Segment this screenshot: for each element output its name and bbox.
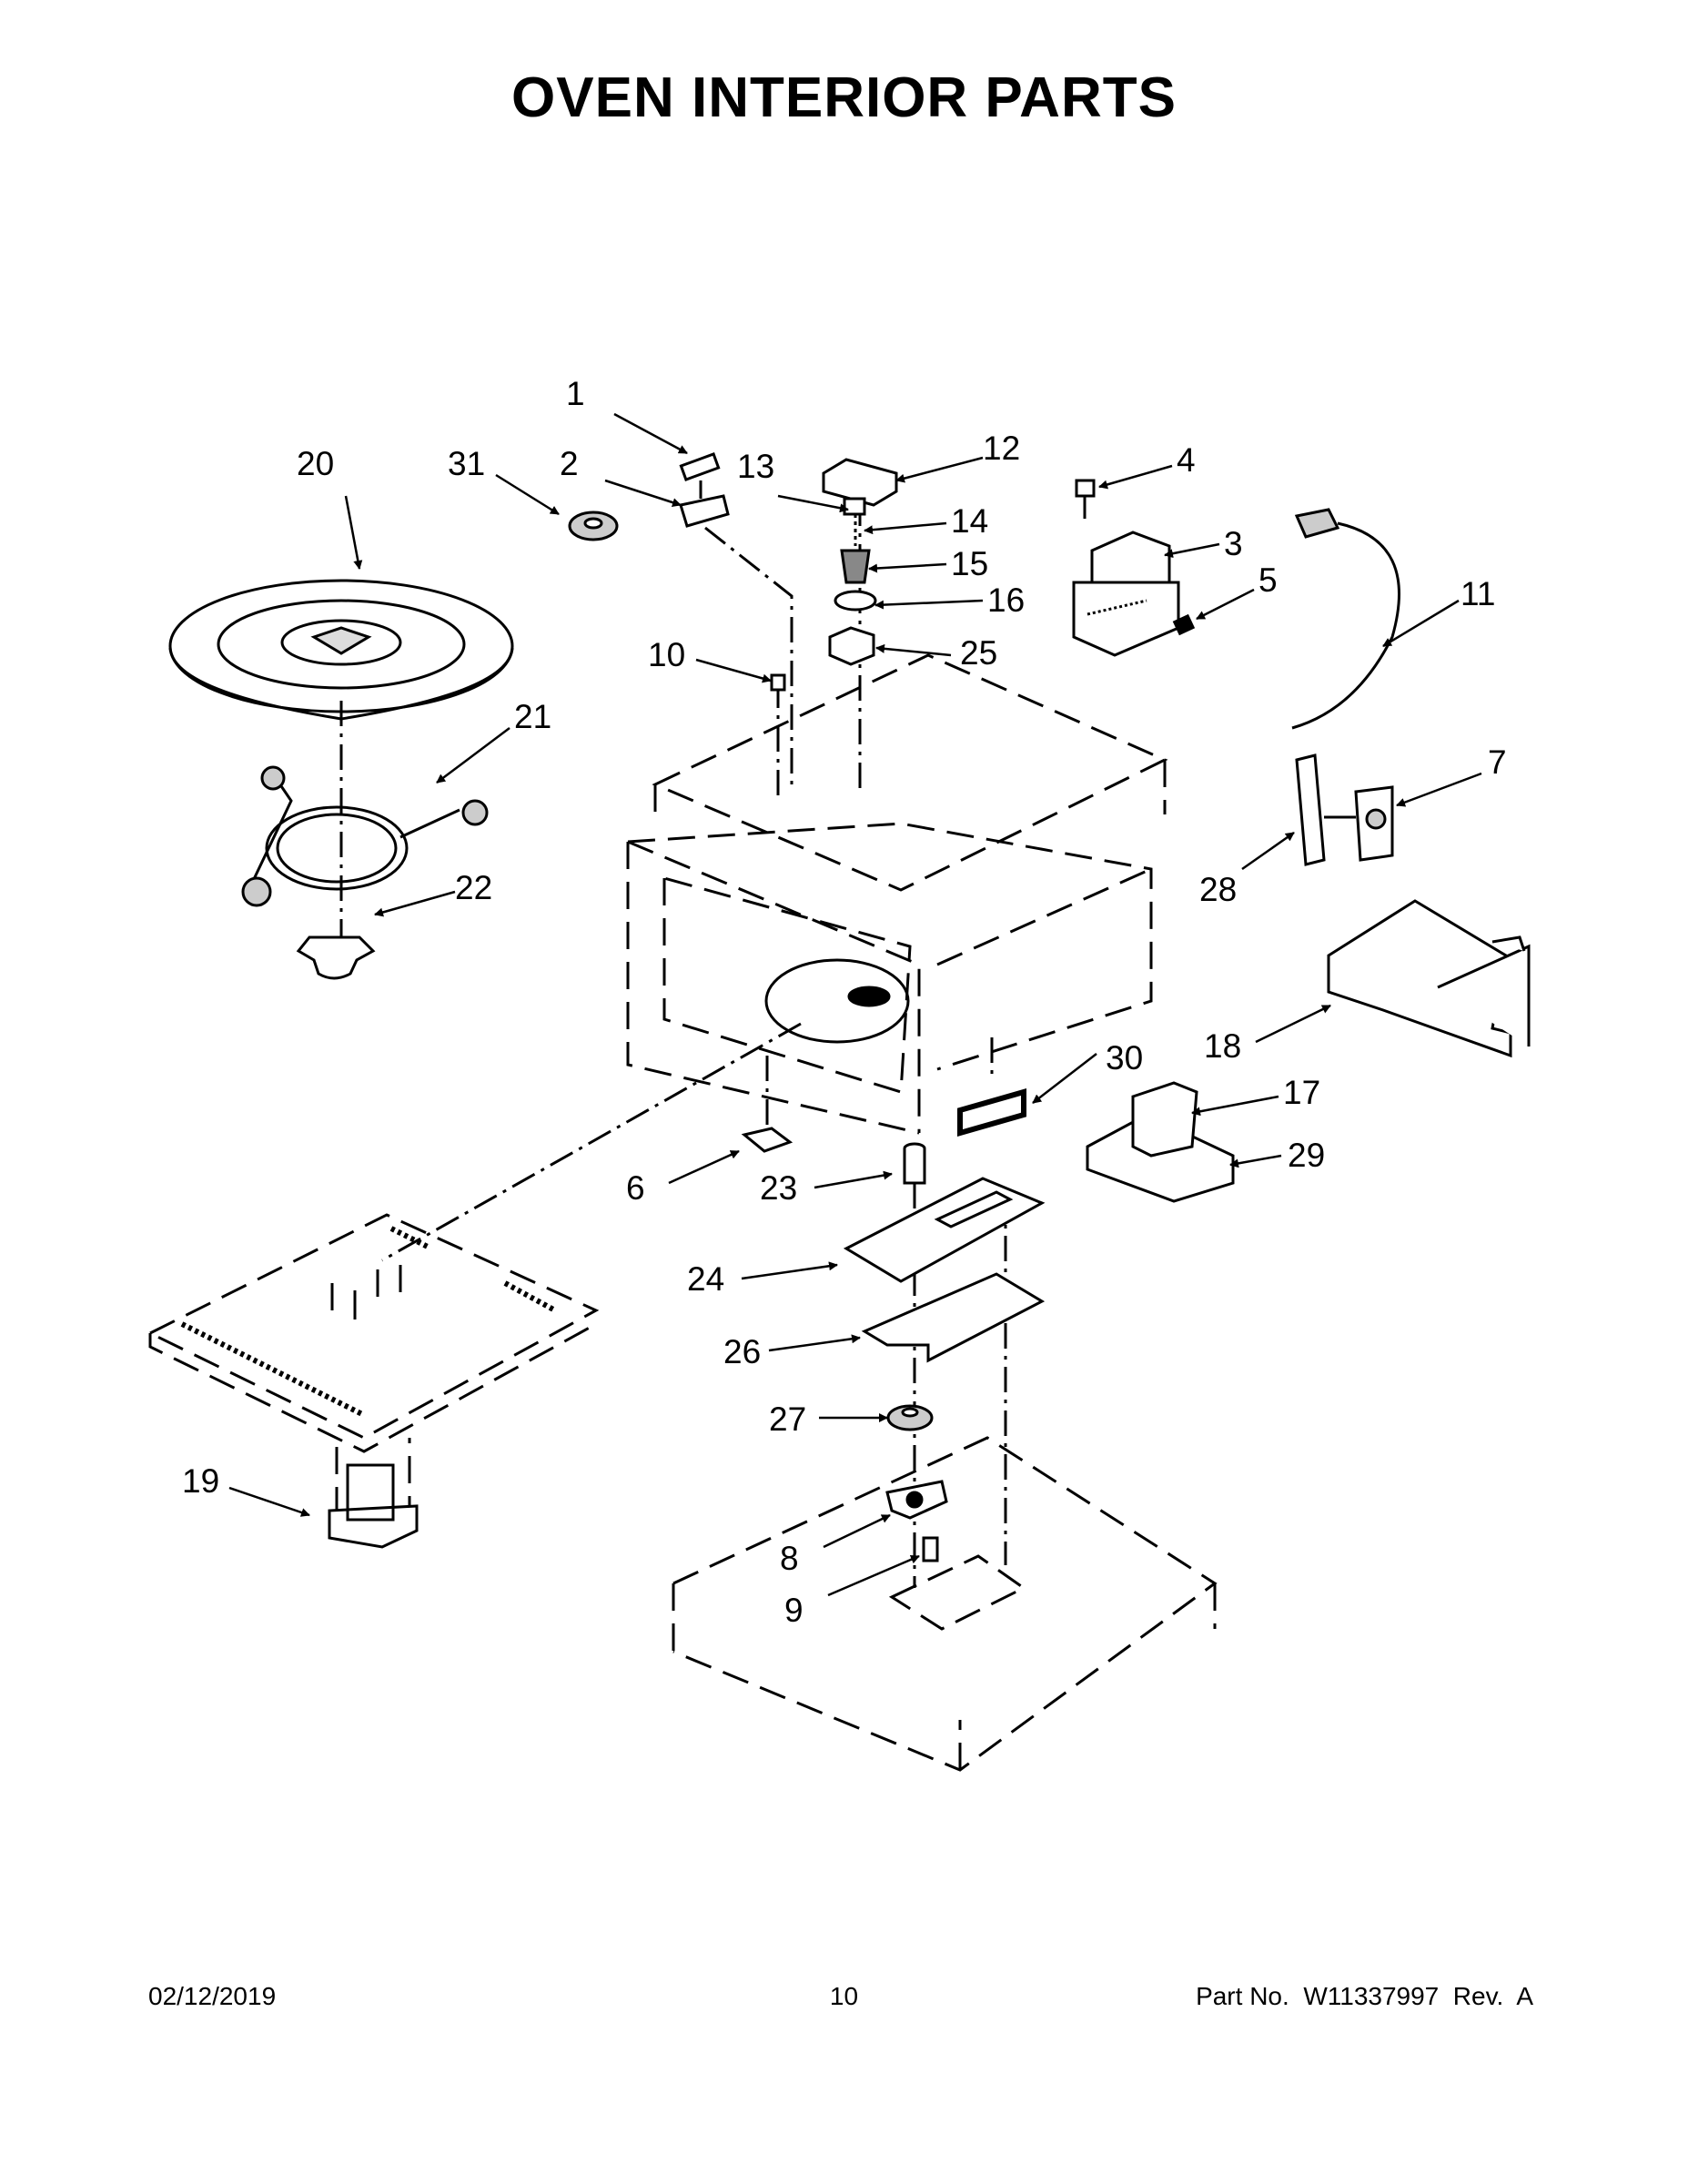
part-7-fuse-block	[1324, 785, 1394, 862]
callout-12: 12	[983, 430, 1020, 467]
part-11-power-cord	[1291, 508, 1400, 730]
part-18-shield	[1327, 899, 1531, 1058]
callout-arrows	[228, 412, 1482, 1597]
callout-7: 7	[1488, 743, 1507, 781]
part-8-motor	[885, 1480, 948, 1520]
base-plate-outline	[672, 1436, 1218, 1772]
footer-date: 02/12/2019	[148, 1982, 277, 2010]
part-2-fuse-holder	[679, 480, 730, 528]
footer-part-number: Part No. W11337997 Rev. A	[1196, 1982, 1533, 2010]
part-20-turntable-tray	[168, 579, 514, 721]
callout-5: 5	[1258, 561, 1278, 599]
part-19-foot	[328, 1463, 419, 1549]
callout-29: 29	[1288, 1137, 1325, 1174]
control-board-connectors	[180, 1226, 557, 1418]
part-4-screw	[1075, 479, 1096, 519]
part-30-gasket	[957, 1088, 1026, 1137]
callout-labels: 1 2 3 4 5 6 7 8 9 10 11 12 13 14 15 16 1…	[182, 375, 1507, 1629]
turntable-hub	[764, 958, 910, 1044]
part-3-transformer	[1072, 531, 1180, 657]
callout-4: 4	[1177, 441, 1196, 479]
callout-3: 3	[1224, 525, 1243, 562]
part-25-clip	[828, 626, 875, 666]
callout-24: 24	[687, 1260, 724, 1298]
part-24-plate	[843, 1177, 1046, 1283]
part-12-bracket	[822, 458, 898, 507]
callout-31: 31	[448, 445, 485, 482]
callout-15: 15	[951, 545, 988, 582]
part-28-bracket	[1295, 753, 1326, 866]
callout-21: 21	[514, 698, 551, 735]
callout-19: 19	[182, 1462, 219, 1500]
part-13-14-15-16-stirrer	[834, 497, 877, 612]
part-17-29-module	[1086, 1081, 1235, 1203]
callout-9: 9	[784, 1592, 804, 1629]
control-board-outline	[147, 1213, 600, 1531]
callout-1: 1	[566, 375, 585, 412]
callout-10: 10	[648, 636, 685, 673]
part-27-coupler	[886, 1404, 934, 1431]
part-21-roller-ring	[241, 765, 489, 907]
callout-23: 23	[760, 1169, 797, 1207]
part-22-coupler	[296, 935, 376, 980]
callout-22: 22	[455, 869, 492, 906]
callout-20: 20	[297, 445, 334, 482]
board-pins	[330, 1265, 402, 1320]
part-6-thermostat	[741, 1127, 793, 1153]
callout-6: 6	[626, 1169, 645, 1207]
callout-11: 11	[1461, 575, 1495, 612]
callout-25: 25	[960, 634, 997, 672]
part-9-screw	[922, 1536, 939, 1562]
callout-26: 26	[723, 1333, 761, 1370]
callout-30: 30	[1106, 1039, 1143, 1077]
footer-page-number: 10	[829, 1982, 859, 2010]
oven-cavity-outline	[626, 653, 1168, 1135]
callout-8: 8	[780, 1540, 799, 1577]
callout-13: 13	[737, 448, 774, 485]
callout-27: 27	[769, 1400, 806, 1438]
callout-28: 28	[1199, 871, 1237, 908]
part-10-clip	[770, 673, 786, 692]
part-23-shaft	[903, 1142, 926, 1185]
callout-14: 14	[951, 502, 988, 540]
part-31-spacer	[568, 511, 619, 541]
page-title: OVEN INTERIOR PARTS	[511, 66, 1177, 129]
part-26-plate	[861, 1272, 1046, 1363]
part-1-fuse	[679, 452, 721, 481]
part-5-connector	[1172, 613, 1196, 636]
callout-2: 2	[560, 445, 579, 482]
callout-16: 16	[987, 581, 1025, 619]
callout-17: 17	[1283, 1074, 1320, 1111]
callout-18: 18	[1204, 1027, 1241, 1065]
